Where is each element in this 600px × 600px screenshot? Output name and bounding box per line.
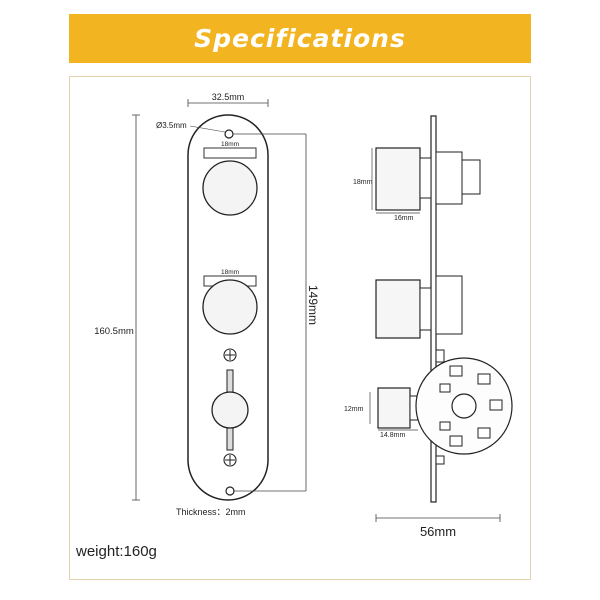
selector-switch [211,369,249,451]
diagram-frame [69,76,531,580]
specifications-banner: Specifications [69,14,531,63]
side-pot-1 [375,147,481,211]
weight-label: weight:160g [75,543,157,560]
pot1-width-label: 18mm [221,141,239,148]
side-switch-assembly [377,357,513,465]
side-view: 18mm 16mm 12mm 14.8mm [344,115,513,539]
banner-title: Specifications [194,24,406,53]
switch-depth-label: 14.8mm [380,432,405,439]
side-pot-depth-label: 16mm [394,215,414,222]
pot-knob-1 [202,147,258,216]
total-length-label: 160.5mm [94,326,134,337]
pot2-width-label: 18mm [221,269,239,276]
switch-height-label: 12mm [344,406,364,413]
hole-spacing-label: 149mm [306,285,320,325]
hole-diameter-label: Ø3.5mm [156,121,187,130]
side-pot-2 [375,275,463,363]
side-width-label: 56mm [420,524,456,539]
screw-icon [223,348,237,362]
plate-width-label: 32.5mm [212,92,245,102]
pot-knob-2 [202,275,258,335]
side-pot-height-label: 18mm [353,179,373,186]
thickness-label: Thickness：2mm [176,507,246,517]
screw-icon [223,453,237,467]
front-view: 32.5mm Ø3.5mm 18mm 18mm 160.5mm 149mm Th… [94,92,320,517]
